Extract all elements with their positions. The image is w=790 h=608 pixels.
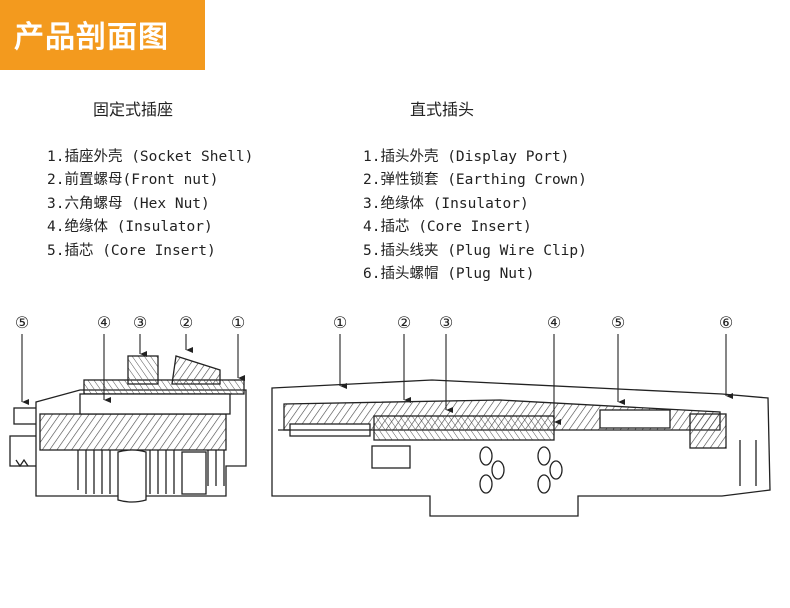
plug-callout-label: ⑥: [719, 313, 733, 332]
list-item: 1.插头外壳 (Display Port): [363, 149, 570, 165]
plug-parts-list: 1.插头外壳 (Display Port) 2.弹性锁套 (Earthing C…: [363, 146, 587, 286]
socket-callout-label: ①: [231, 313, 245, 332]
socket-callout-label: ②: [179, 313, 193, 332]
plug-callout-label: ①: [333, 313, 347, 332]
list-item: 3.六角螺母 (Hex Nut): [47, 195, 210, 212]
socket-callout-label: ④: [97, 313, 111, 332]
list-item: 6.插头螺帽 (Plug Nut): [363, 266, 535, 283]
list-item: 5.插头线夹 (Plug Wire Clip): [363, 242, 587, 259]
list-item: 5.插芯 (Core Insert): [47, 242, 216, 259]
list-item: 4.插芯 (Core Insert): [363, 219, 532, 236]
callout-layer: ⑤ ④ ③ ② ① ① ② ③ ④ ⑤ ⑥: [15, 313, 733, 425]
header-banner: 产品剖面图: [0, 0, 205, 70]
plug-callout-label: ③: [439, 313, 453, 332]
list-item: 3.绝缘体 (Insulator): [363, 195, 529, 212]
socket-parts-list: 1.插座外壳 (Socket Shell) 2.前置螺母(Front nut) …: [47, 146, 253, 263]
plug-callout-label: ④: [547, 313, 561, 332]
cross-section-diagram: ⑤ ④ ③ ② ① ① ② ③ ④ ⑤ ⑥: [9, 313, 771, 517]
page-title: 产品剖面图: [14, 20, 169, 55]
list-item: 4.绝缘体 (Insulator): [47, 219, 213, 236]
plug-callout-label: ⑤: [611, 313, 625, 332]
socket-drawing: [9, 355, 247, 503]
socket-callout-label: ③: [133, 313, 147, 332]
list-item: 2.前置螺母(Front nut): [47, 172, 219, 189]
socket-title: 固定式插座: [93, 100, 174, 119]
socket-callout-label: ⑤: [15, 313, 29, 332]
plug-title: 直式插头: [410, 100, 475, 119]
list-item: 2.弹性锁套 (Earthing Crown): [363, 172, 587, 189]
plug-drawing: [271, 379, 771, 517]
plug-callout-label: ②: [397, 313, 411, 332]
list-item: 1.插座外壳 (Socket Shell): [47, 149, 254, 165]
